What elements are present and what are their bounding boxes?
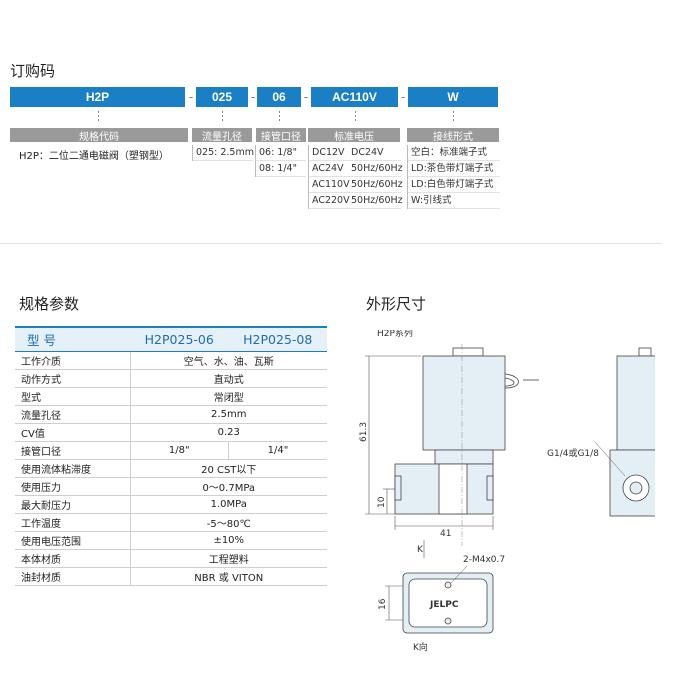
code-separator: - (250, 90, 256, 104)
connector-tick (220, 111, 224, 125)
spec-header-col: H2P025-06 (130, 326, 229, 352)
depth-dim (385, 585, 403, 621)
orifice-options: 025: 2.5mm (192, 145, 254, 161)
connector-tick (451, 111, 455, 125)
valve-front-view (394, 347, 506, 515)
k-view-label: K向 (413, 641, 428, 653)
series-label: H2P系列 (377, 330, 413, 339)
table-row: 型式常闭型 (15, 387, 327, 406)
code-wiring: W (408, 87, 498, 107)
code-model: H2P (10, 87, 185, 107)
table-row: 本体材质工程塑料 (15, 549, 327, 568)
spec-title: 规格参数 (19, 295, 80, 313)
spec-header-row: 型 号 H2P025-06 H2P025-08 (15, 326, 327, 352)
label-model: 规格代码 (10, 128, 188, 143)
label-orifice: 流量孔径 (192, 128, 252, 143)
wiring-options: 空白：标准端子式 LD:茶色带灯端子式 LD:白色带灯端子式 W:引线式 (407, 145, 500, 209)
dim-lines (365, 355, 494, 530)
dim-width: 41 (440, 529, 451, 539)
label-wiring: 接线形式 (407, 128, 499, 143)
lead-wire (504, 373, 539, 389)
section-divider (0, 243, 662, 244)
code-separator: - (400, 90, 406, 104)
code-voltage: AC110V (311, 87, 398, 107)
code-separator: - (303, 90, 309, 104)
dims-title: 外形尺寸 (366, 295, 427, 313)
brand-label: JELPC (429, 600, 459, 610)
order-code-title: 订购码 (10, 62, 56, 80)
label-port: 接管口径 (256, 128, 306, 143)
spec-table: 型 号 H2P025-06 H2P025-08 工作介质空气、水、油、瓦斯 动作… (15, 326, 327, 586)
spec-header-model: 型 号 (15, 326, 130, 352)
table-row: 使用电压范围±10% (15, 531, 327, 550)
connector-tick (277, 111, 281, 125)
screw-label: 2-M4x0.7 (463, 555, 505, 565)
code-orifice: 025 (196, 87, 248, 107)
port-options: 06: 1/8" 08: 1/4" (255, 145, 306, 177)
dim-depth: 16 (378, 598, 388, 610)
port-leader (594, 441, 626, 477)
table-row: 工作介质空气、水、油、瓦斯 (15, 351, 327, 370)
dim-base: 10 (377, 496, 387, 508)
port-label: G1/4或G1/8 (547, 447, 599, 459)
table-row: 动作方式直动式 (15, 369, 327, 388)
connector-tick (353, 111, 357, 125)
valve-k-view (402, 572, 494, 634)
code-separator: - (188, 90, 194, 104)
screw-leader (450, 565, 468, 584)
dimension-drawing: H2P系列 61.3 10 41 K G1/4或G1 (359, 330, 655, 653)
valve-side-view (609, 347, 655, 517)
dim-height: 61.3 (359, 422, 369, 442)
label-voltage: 标准电压 (308, 128, 400, 143)
code-port: 06 (257, 87, 301, 107)
model-description: H2P：二位二通电磁阀（塑钢型） (19, 151, 169, 162)
connector-tick (96, 111, 100, 125)
spec-header-col: H2P025-08 (228, 326, 327, 352)
table-row: 工作温度-5～80℃ (15, 513, 327, 532)
k-mark: K (417, 545, 424, 555)
